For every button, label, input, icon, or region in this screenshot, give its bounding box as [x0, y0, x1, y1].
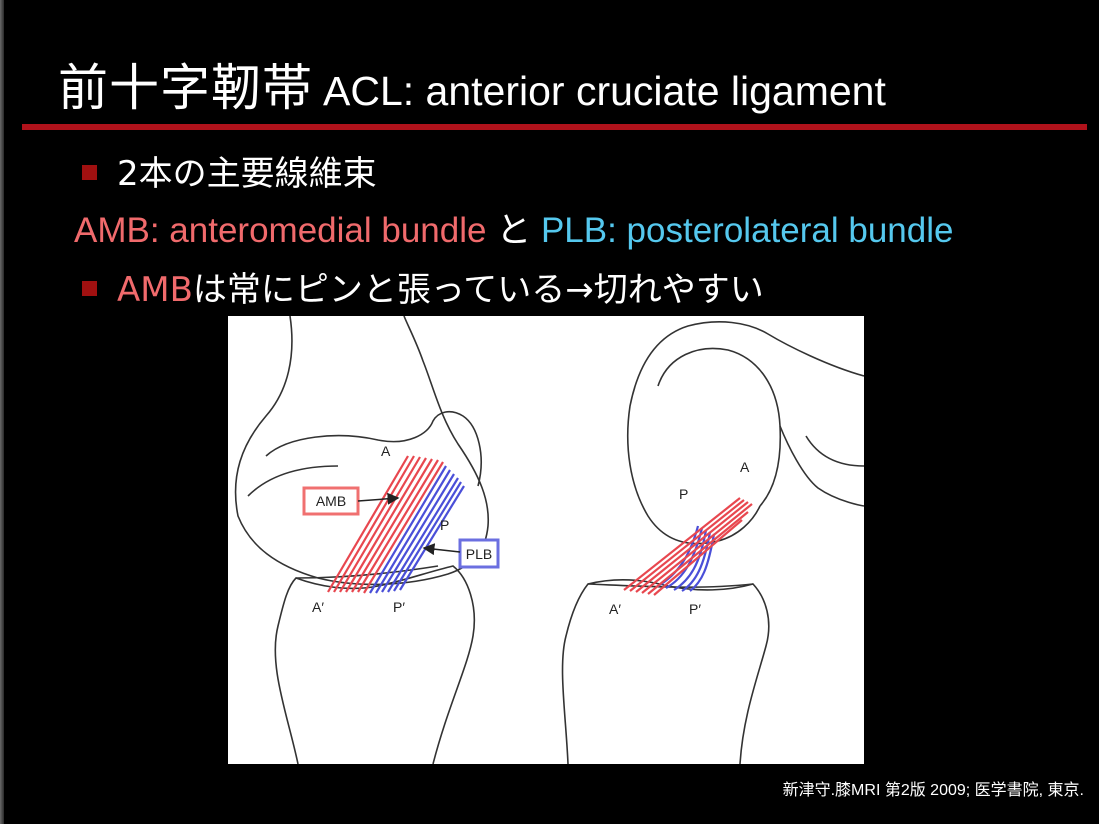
right-tibia [561, 578, 770, 764]
connector-text: と [496, 211, 532, 250]
amb-arrow [357, 492, 400, 505]
bullet-square-icon [82, 165, 97, 180]
left-label-p-prime: P′ [393, 599, 405, 615]
plb-arrow [422, 543, 461, 556]
title-divider [22, 124, 1087, 130]
amb-box-label: AMB [316, 493, 346, 509]
right-amb-fibers [623, 497, 753, 596]
left-amb-fibers [327, 455, 444, 594]
title-english: ACL: anterior cruciate ligament [323, 68, 886, 114]
left-knee-diagram [234, 316, 490, 764]
left-notch [265, 410, 482, 487]
window-edge [0, 0, 4, 824]
plb-label-box [458, 538, 500, 569]
bullet-item-2: AMBは常にピンと張っている→切れやすい [82, 262, 764, 311]
citation: 新津守.膝MRI 第2版 2009; 医学書院, 東京. [782, 782, 1084, 799]
right-label-a: A [740, 459, 750, 475]
title-japanese: 前十字靭帯 [58, 59, 313, 117]
left-tibia [274, 565, 476, 764]
left-label-p: P [440, 517, 449, 533]
right-label-p: P [679, 486, 688, 502]
plb-box-label: PLB [466, 546, 492, 562]
plb-definition: PLB: posterolateral bundle [540, 211, 954, 250]
bullet-2-amb: AMB [117, 270, 193, 310]
bullet-2-text: は常にピンと張っている→切れやすい [192, 270, 764, 310]
amb-definition: AMB: anteromedial bundle [74, 211, 487, 250]
right-label-a-prime: A′ [609, 601, 621, 617]
bullet-square-icon [82, 281, 97, 296]
bundle-line: AMB: anteromedial bundle と PLB: posterol… [74, 202, 953, 253]
left-plb-fibers [369, 465, 465, 594]
left-femur [234, 316, 490, 586]
right-label-p-prime: P′ [689, 601, 701, 617]
bullet-1-text: 2本の主要線維束 [117, 154, 377, 194]
left-label-a: A [381, 443, 391, 459]
bullet-item-1: 2本の主要線維束 [82, 146, 377, 195]
acl-figure: A P A′ P′ AMB PLB [228, 316, 864, 764]
left-label-a-prime: A′ [312, 599, 324, 615]
